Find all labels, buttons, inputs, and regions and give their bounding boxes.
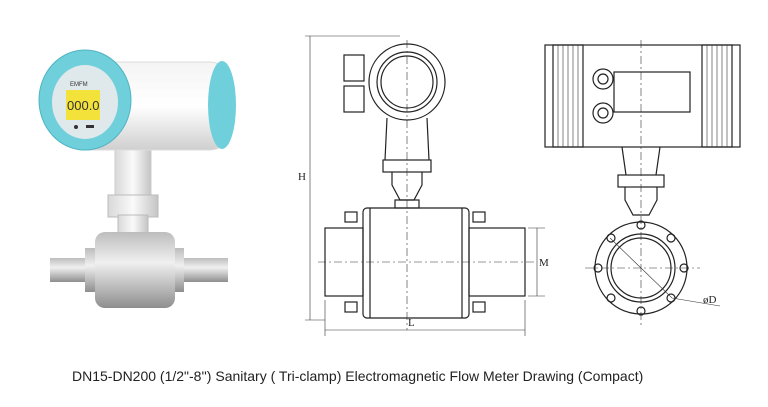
brand-text: EMFM	[70, 82, 88, 88]
front-view-drawing: øD	[544, 40, 741, 325]
length-label: L	[408, 317, 415, 329]
lcd-display	[66, 90, 100, 120]
side-view-drawing: H L M	[298, 35, 549, 336]
diameter-label: øD	[703, 294, 717, 306]
tube-label: M	[539, 257, 549, 269]
height-label: H	[298, 171, 306, 183]
display-value: 000.0	[67, 98, 100, 113]
product-photo: 000.0 EMFM	[38, 49, 236, 308]
figure-caption: DN15-DN200 (1/2"-8'') Sanitary ( Tri-cla…	[72, 368, 644, 384]
